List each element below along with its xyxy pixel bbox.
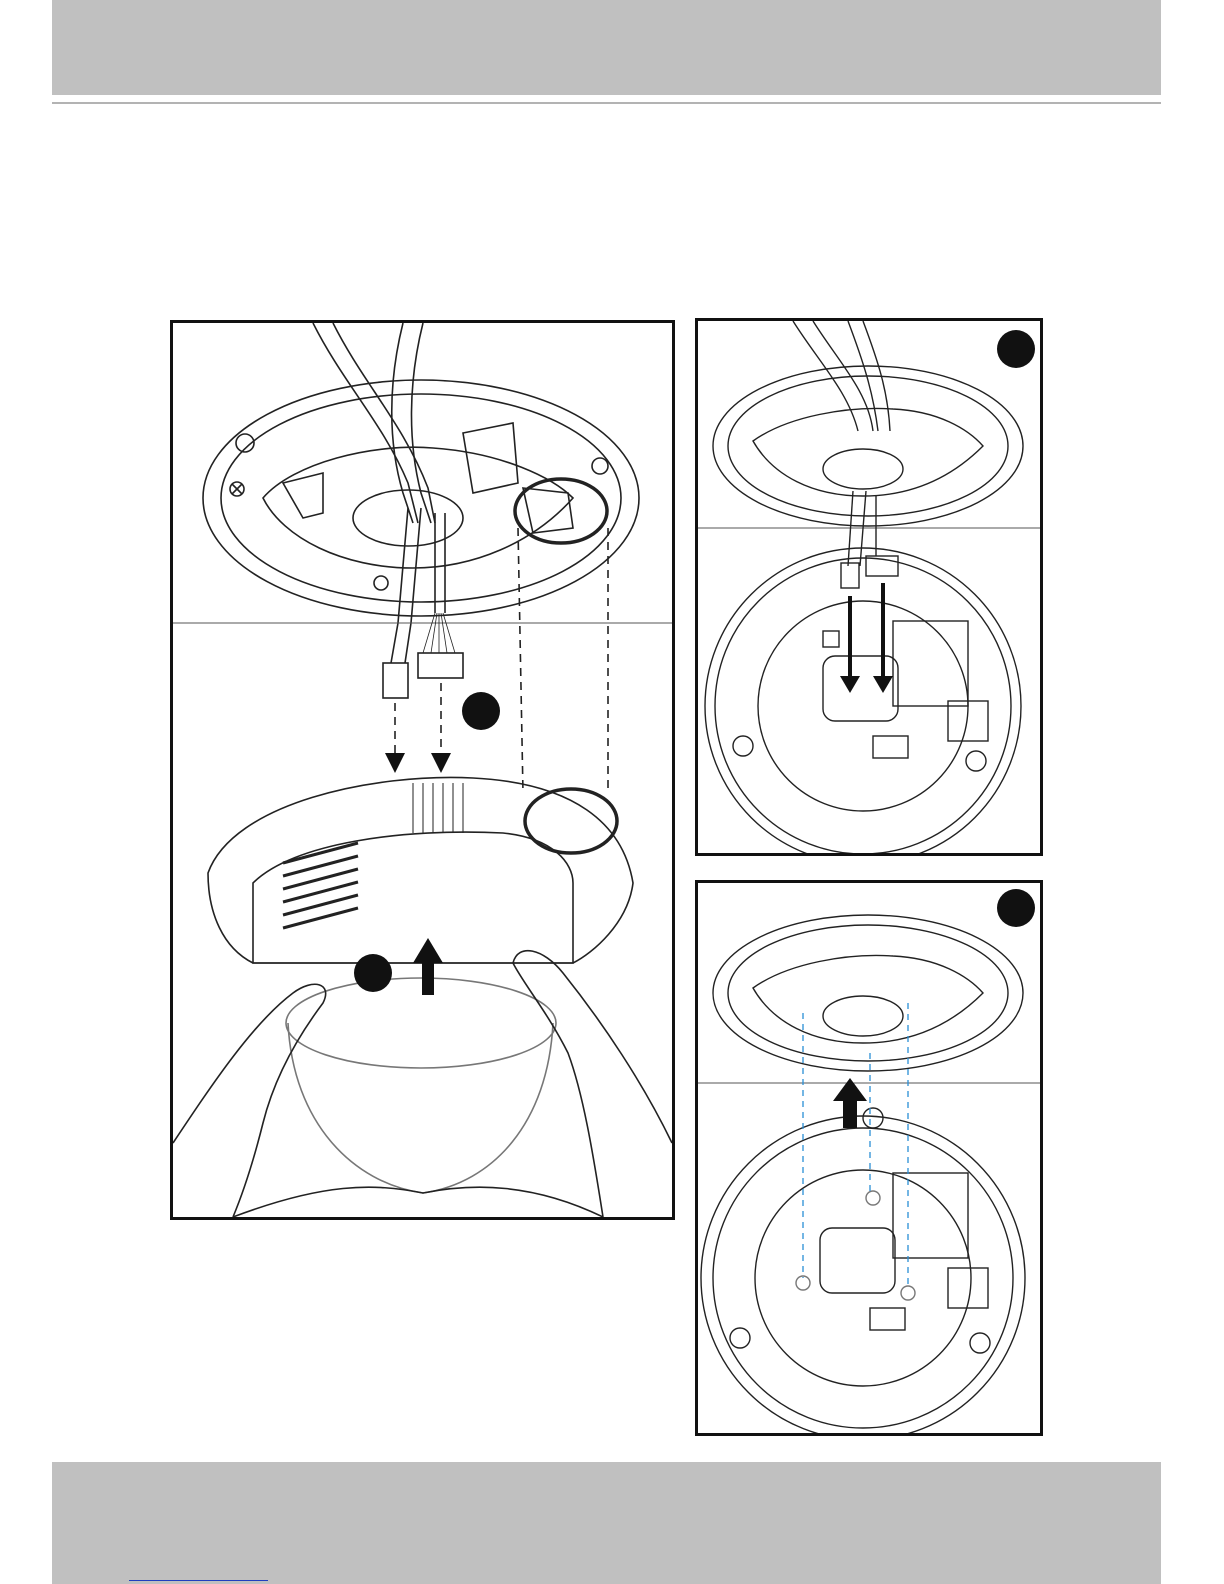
footer-link-underline[interactable] bbox=[129, 1580, 268, 1581]
footer-bar bbox=[52, 1462, 1161, 1584]
figure-dome-mounting bbox=[170, 320, 675, 1220]
step-marker-1 bbox=[462, 692, 500, 730]
figure-connect-cables bbox=[695, 318, 1043, 856]
step-marker-2 bbox=[354, 954, 392, 992]
mounting-plate bbox=[713, 366, 1023, 526]
header-divider bbox=[52, 102, 1161, 104]
step-marker-4 bbox=[997, 889, 1035, 927]
hand-left bbox=[173, 984, 326, 1217]
hand-right bbox=[513, 951, 672, 1217]
mounting-plate bbox=[713, 915, 1023, 1071]
highlight-circle-bottom bbox=[525, 789, 617, 853]
step-marker-3 bbox=[997, 330, 1035, 368]
camera-body bbox=[208, 777, 633, 963]
header-bar bbox=[52, 0, 1161, 95]
figure-attach-to-plate bbox=[695, 880, 1043, 1436]
